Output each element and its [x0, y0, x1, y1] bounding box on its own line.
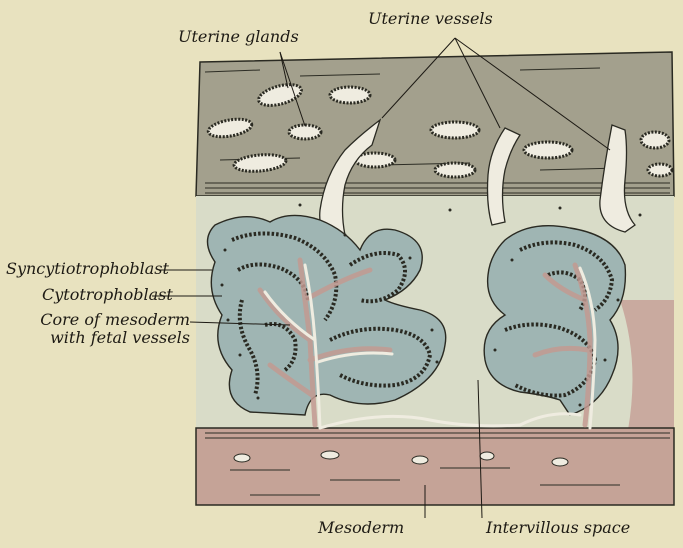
- uterine-vessels-label: Uterine vessels: [368, 10, 493, 28]
- cytotrophoblast-label: Cytotrophoblast: [42, 286, 173, 304]
- mesoderm-label: Mesoderm: [318, 519, 404, 537]
- core-of-mesoderm-label: Core of mesoderm with fetal vessels: [5, 311, 190, 347]
- intervillous-space-label: Intervillous space: [486, 519, 630, 537]
- syncytiotrophoblast-label: Syncytiotrophoblast: [6, 260, 169, 278]
- chorionic-plate: [196, 428, 674, 505]
- villi-right: [484, 226, 625, 415]
- uterine-glands-label: Uterine glands: [178, 28, 299, 46]
- core-label-line-2: with fetal vessels: [5, 329, 190, 347]
- core-label-line-1: Core of mesoderm: [5, 311, 190, 329]
